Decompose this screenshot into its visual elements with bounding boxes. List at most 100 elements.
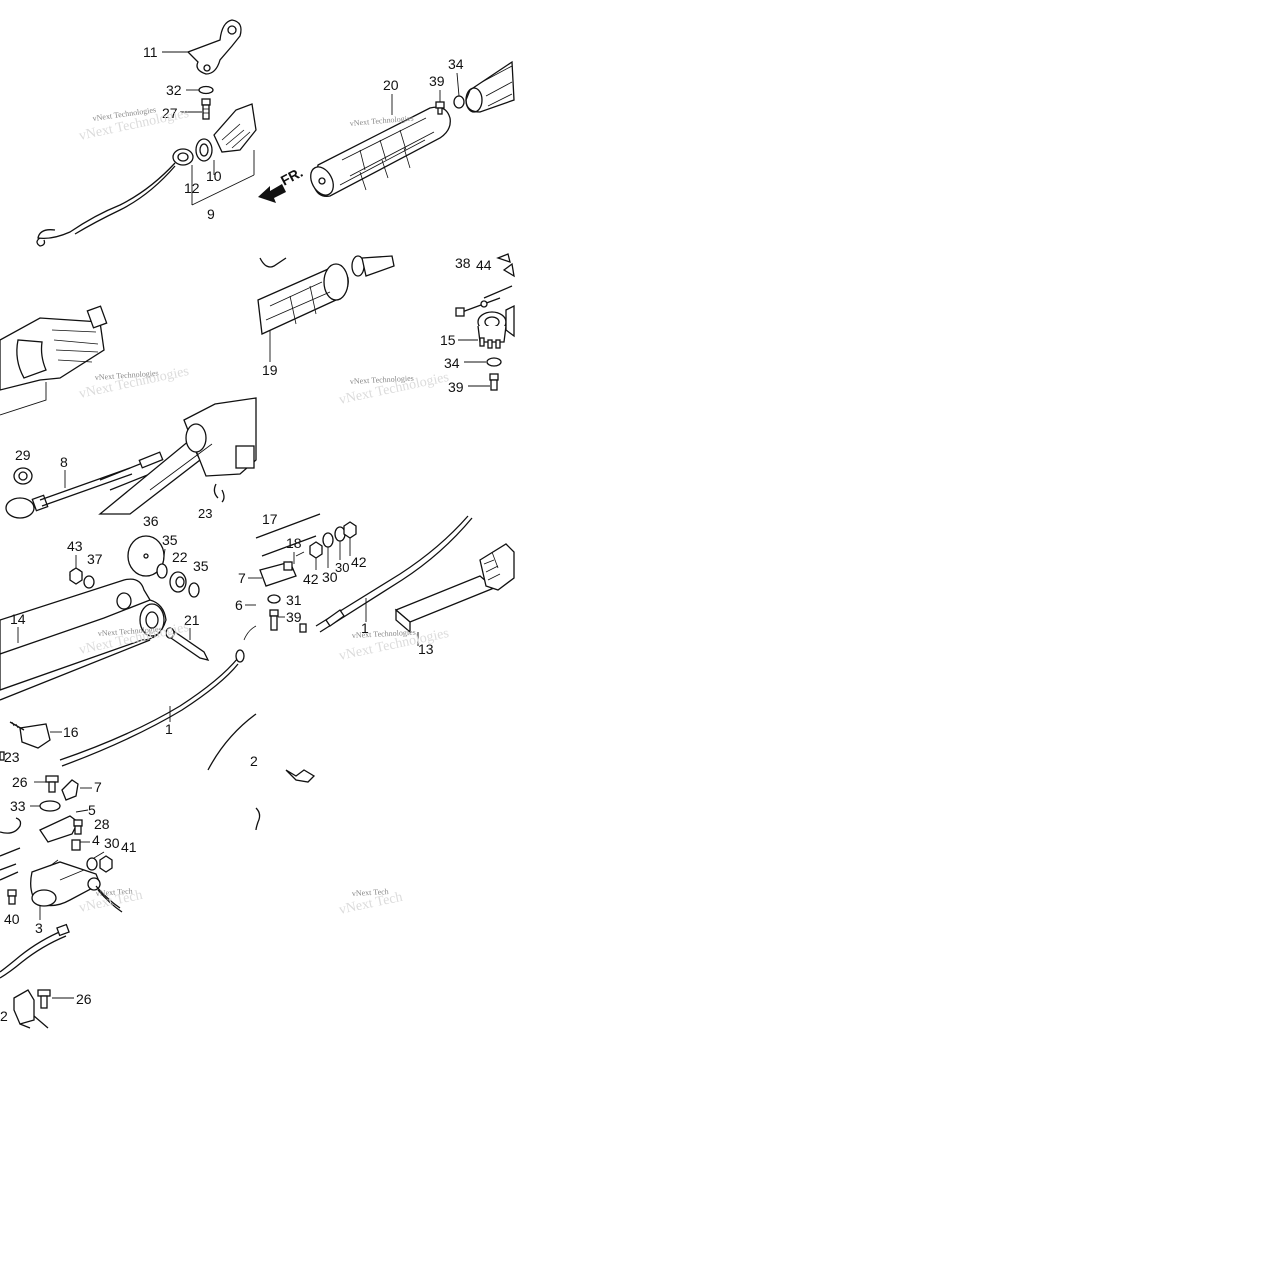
callout-14: 14 [10,611,26,627]
part-7b-clip [61,779,79,801]
callout-13: 13 [418,641,434,657]
part-34-washer [453,95,465,109]
callout-6: 6 [235,597,243,613]
callout-7b: 7 [94,779,102,795]
part-3-cam [30,859,101,907]
part-11-bracket [186,19,242,75]
tile-throttle-grip: 20 39 34 FR. vNext Technologies [258,56,515,203]
watermark: vNext Technologies [350,374,414,386]
callout-4: 4 [92,832,100,848]
callout-30b: 30 [104,835,120,851]
callout-19: 19 [262,362,278,378]
part-33-washer [39,800,61,812]
callout-5: 5 [88,802,96,818]
part-26a-bolt [45,775,59,793]
callout-3: 3 [35,920,43,936]
callout-34b: 34 [444,355,460,371]
part-43-nut [69,567,83,585]
callout-17: 17 [262,511,278,527]
part-41-nut [99,855,113,873]
watermark: vNext Tech [352,887,389,898]
part-26b-bolt [37,989,51,1009]
callout-26b: 26 [76,991,92,1007]
callout-15: 15 [440,332,456,348]
callout-40: 40 [4,911,20,927]
part-15-drum [477,304,515,349]
callout-2b: 2 [250,753,258,769]
callout-36: 36 [143,513,159,529]
callout-cut: 23 [198,506,212,521]
part-4 [71,839,81,851]
callout-20: 20 [383,77,399,93]
part-35b-washer [188,582,200,598]
part-12-cap [172,148,194,166]
part-13-shaft [394,543,515,634]
callout-9: 9 [207,206,215,222]
part-32-washer [198,85,214,95]
callout-30a: 30 [322,569,338,585]
watermark: vNext Technologies [95,369,159,382]
callout-21: 21 [184,612,200,628]
part-39c-screw [269,609,279,631]
callout-29: 29 [15,447,31,463]
callout-31: 31 [286,592,302,608]
part-28-screw [73,819,83,835]
part-10-nut [195,138,213,162]
callout-27: 27 [162,105,178,121]
callout-35b: 35 [193,558,209,574]
callout-16: 16 [63,724,79,740]
callout-18: 18 [286,535,302,551]
part-1b-cable [315,515,473,633]
callout-42a: 42 [303,571,319,587]
part-19-grip [257,255,395,335]
callout-43: 43 [67,538,83,554]
callout-33: 33 [10,798,26,814]
part-2-bracket [13,989,35,1025]
callout-39b: 39 [448,379,464,395]
part-30b-washer [86,857,98,871]
callout-44: 44 [476,257,492,273]
watermark: vNext Technologies [352,628,416,640]
part-27-bolt [201,98,211,120]
callout-28: 28 [94,816,110,832]
callout-8: 8 [60,454,68,470]
callout-2a: 2 [0,1008,8,1024]
part-1-cable [59,657,239,767]
part-30a-washer [322,532,334,548]
callout-32: 32 [166,82,182,98]
cable-lower [0,929,67,979]
part-22-bushing [169,571,187,593]
callout-41: 41 [121,839,137,855]
part-31-washer [267,594,281,604]
callout-7a: 7 [238,570,246,586]
callout-42b: 42 [351,554,367,570]
part-29-nut [13,467,33,485]
part-34b-washer [486,357,502,367]
callout-35a: 35 [162,532,178,548]
part-39b-screw [489,373,499,391]
callout-11: 11 [143,44,158,60]
part-40-screw [7,889,17,905]
callout-10: 10 [206,168,222,184]
watermark: vNext Tech [96,886,133,898]
part-21-bolt [165,627,210,661]
part-42a-nut [309,541,323,559]
callout-23: 23 [4,749,20,765]
callout-37: 37 [87,551,103,567]
part-16-lever [9,721,51,749]
callout-34a: 34 [448,56,464,72]
callout-38: 38 [455,255,471,271]
part-8-cable [5,451,164,519]
callout-12: 12 [184,180,200,196]
lanyard-cord [37,162,176,240]
callout-39a: 39 [429,73,445,89]
tile-throttle-housing: 19 38 44 15 34 39 vNext [257,253,515,408]
callout-39c: 39 [286,609,302,625]
part-14-tiller-arm [0,578,167,701]
callout-22: 22 [172,549,188,565]
callout-26a: 26 [12,774,28,790]
callout-1a: 1 [165,721,173,737]
tile-tiller-arm: 43 37 36 35 22 35 14 [0,513,257,771]
part-37-washer [83,575,95,589]
